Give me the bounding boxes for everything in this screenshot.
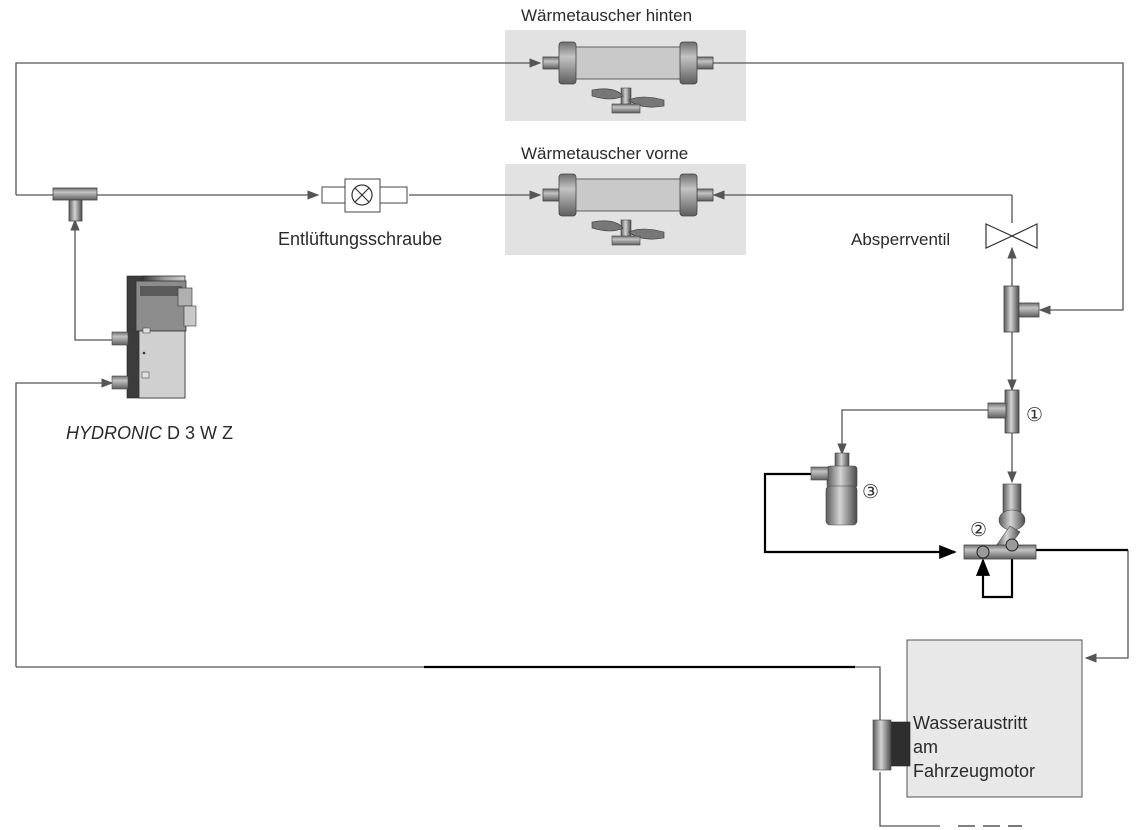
coolant-pipes	[15, 58, 1129, 827]
bleed-screw-icon	[321, 178, 408, 213]
callout-one: ①	[1026, 404, 1043, 426]
engine-label-line3: Fahrzeugmotor	[913, 761, 1036, 781]
heater-model-label: HYDRONIC D 3 W Z	[66, 423, 233, 444]
vehicle-engine-icon	[872, 639, 1083, 798]
hydronic-heater-icon	[111, 275, 197, 399]
pipe-return-to-heater	[15, 378, 114, 667]
bypass-pipes	[424, 472, 1128, 669]
heat-exchanger-rear-label: Wärmetauscher hinten	[521, 6, 693, 25]
heater-model-rest: D 3 W Z	[162, 423, 234, 443]
engine-water-outlet-label: Wasseraustritt am Fahrzeugmotor	[913, 711, 1073, 783]
pipe-motor-down	[879, 772, 940, 827]
pipe-left-to-rear-exchanger	[15, 58, 542, 195]
bleed-screw-label: Entlüftungsschraube	[278, 229, 443, 249]
pipe-rear-exchanger-out	[712, 62, 1124, 315]
tee-one-icon	[987, 389, 1020, 434]
pipe-motor-left	[855, 666, 881, 720]
pipe-heater-out-to-tee	[70, 218, 115, 341]
shutoff-valve-label: Absperrventil	[851, 230, 951, 249]
engine-label-line2: am	[913, 737, 939, 757]
heat-exchanger-rear-icon	[542, 41, 714, 114]
pipe-tee1-to-pump	[837, 409, 990, 456]
circulation-pump-icon	[810, 452, 858, 526]
pipe-valve2-bypass	[975, 545, 1014, 599]
shutoff-valve-icon	[985, 223, 1038, 249]
heater-model-italic: HYDRONIC	[66, 423, 163, 443]
pipe-pump-loop	[763, 472, 957, 560]
left-tee-icon	[52, 187, 98, 222]
callout-three: ③	[862, 481, 879, 503]
callout-two: ②	[970, 519, 987, 541]
right-tee-upper-icon	[1003, 285, 1040, 333]
heat-exchanger-front-icon	[542, 173, 714, 246]
pipe-right-to-motor	[1084, 550, 1129, 663]
engine-label-line1: Wasseraustritt	[913, 713, 1028, 733]
heat-exchanger-front-label: Wärmetauscher vorne	[521, 144, 689, 163]
three-way-valve-icon	[963, 483, 1037, 560]
